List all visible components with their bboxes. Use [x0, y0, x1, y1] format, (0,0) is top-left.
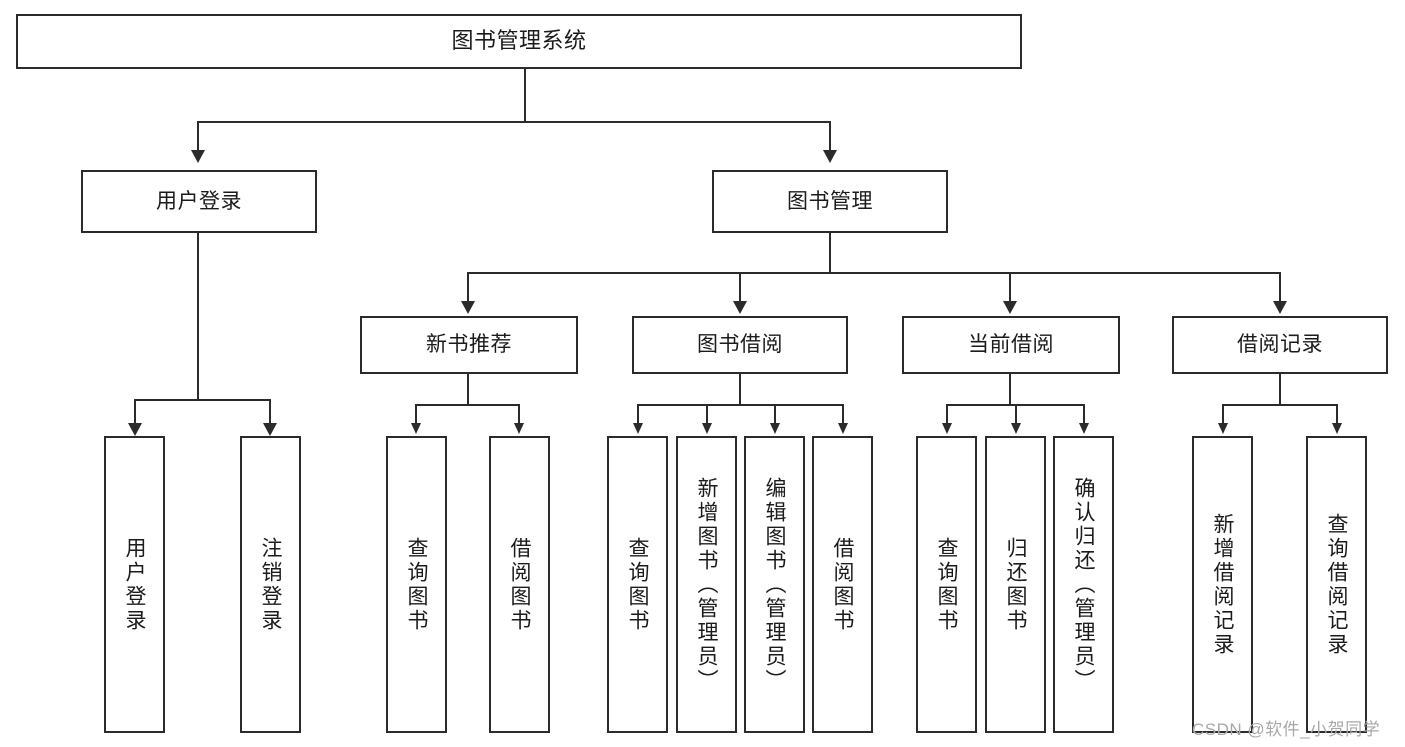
node-label: 归还图书 [1004, 536, 1027, 633]
node-label: 确认归还（管理员） [1072, 476, 1095, 693]
connector-book-borrow-child-4 [842, 404, 844, 424]
node-book-borrow[interactable]: 图书借阅 [632, 316, 848, 374]
node-current-borrow[interactable]: 当前借阅 [902, 316, 1120, 374]
leaf-query-borrow-record[interactable]: 查询借阅记录 [1306, 436, 1367, 733]
connector-book-mgmt-child-3 [1009, 272, 1011, 302]
connector-book-mgmt-child-2 [739, 272, 741, 302]
connector-current-borrow-child-1 [946, 404, 948, 424]
connector-root-to-user-login [197, 121, 199, 151]
leaf-borrow-book-recommend[interactable]: 借阅图书 [489, 436, 550, 733]
connector-book-mgmt-bar [467, 272, 1279, 274]
arrowhead-icon [1273, 301, 1287, 314]
connector-user-login-child-2 [269, 399, 271, 424]
arrowhead-icon [823, 150, 837, 163]
connector-book-borrow-child-3 [774, 404, 776, 424]
node-label: 借阅图书 [508, 536, 531, 633]
connector-book-borrow-stem [739, 374, 741, 405]
node-label: 查询借阅记录 [1325, 512, 1348, 657]
node-label: 注销登录 [259, 536, 282, 633]
node-borrow-record[interactable]: 借阅记录 [1172, 316, 1388, 374]
connector-book-mgmt-stem [829, 233, 831, 273]
node-label: 查询图书 [626, 536, 649, 633]
arrowhead-icon [942, 423, 952, 434]
arrowhead-icon [633, 423, 643, 434]
leaf-return-book[interactable]: 归还图书 [985, 436, 1046, 733]
connector-book-borrow-child-1 [637, 404, 639, 424]
arrowhead-icon [1079, 423, 1089, 434]
connector-root-to-book-mgmt [829, 121, 831, 151]
leaf-query-book-current[interactable]: 查询图书 [916, 436, 977, 733]
leaf-user-login[interactable]: 用户登录 [104, 436, 165, 733]
arrowhead-icon [1011, 423, 1021, 434]
node-label: 编辑图书（管理员） [763, 476, 786, 693]
leaf-borrow-book[interactable]: 借阅图书 [812, 436, 873, 733]
connector-new-book-child-2 [518, 404, 520, 424]
node-label: 用户登录 [156, 189, 242, 213]
connector-new-book-child-1 [415, 404, 417, 424]
connector-current-borrow-stem [1009, 374, 1011, 405]
node-user-login[interactable]: 用户登录 [81, 170, 317, 233]
leaf-query-book-recommend[interactable]: 查询图书 [386, 436, 447, 733]
arrowhead-icon [514, 423, 524, 434]
node-label: 借阅记录 [1237, 333, 1323, 357]
node-new-book-recommend[interactable]: 新书推荐 [360, 316, 578, 374]
connector-borrow-record-stem [1279, 374, 1281, 405]
node-label: 新书推荐 [426, 333, 512, 357]
connector-borrow-record-child-2 [1336, 404, 1338, 424]
node-label: 新增借阅记录 [1211, 512, 1234, 657]
node-book-management[interactable]: 图书管理 [712, 170, 948, 233]
connector-book-mgmt-child-4 [1279, 272, 1281, 302]
connector-book-mgmt-child-1 [467, 272, 469, 302]
node-label: 图书借阅 [697, 333, 783, 357]
arrowhead-icon [191, 150, 205, 163]
node-label: 图书管理系统 [451, 28, 587, 54]
leaf-confirm-return-admin[interactable]: 确认归还（管理员） [1053, 436, 1114, 733]
node-label: 借阅图书 [831, 536, 854, 633]
arrowhead-icon [702, 423, 712, 434]
arrowhead-icon [1218, 423, 1228, 434]
node-label: 查询图书 [405, 536, 428, 633]
arrowhead-icon [461, 301, 475, 314]
connector-root-stem [524, 69, 526, 121]
arrowhead-icon [128, 423, 142, 436]
node-label: 当前借阅 [968, 333, 1054, 357]
node-label: 新增图书（管理员） [695, 476, 718, 693]
arrowhead-icon [770, 423, 780, 434]
arrowhead-icon [263, 423, 277, 436]
arrowhead-icon [411, 423, 421, 434]
node-root-system[interactable]: 图书管理系统 [16, 14, 1022, 69]
node-label: 查询图书 [935, 536, 958, 633]
connector-book-borrow-bar [637, 404, 843, 406]
connector-new-book-stem [467, 374, 469, 405]
arrowhead-icon [838, 423, 848, 434]
connector-book-borrow-child-2 [706, 404, 708, 424]
connector-user-login-stem [197, 233, 199, 400]
connector-new-book-bar [415, 404, 519, 406]
leaf-edit-book-admin[interactable]: 编辑图书（管理员） [744, 436, 805, 733]
connector-borrow-record-child-1 [1222, 404, 1224, 424]
arrowhead-icon [1332, 423, 1342, 434]
connector-current-borrow-child-3 [1083, 404, 1085, 424]
node-label: 图书管理 [787, 189, 873, 213]
connector-user-login-bar [134, 399, 269, 401]
connector-root-bar [197, 121, 831, 123]
leaf-query-book-borrow[interactable]: 查询图书 [607, 436, 668, 733]
csdn-watermark: CSDN @软件_小贺同学 [1192, 720, 1381, 739]
leaf-add-borrow-record[interactable]: 新增借阅记录 [1192, 436, 1253, 733]
node-label: 用户登录 [123, 536, 146, 633]
leaf-logout[interactable]: 注销登录 [240, 436, 301, 733]
arrowhead-icon [733, 301, 747, 314]
connector-borrow-record-bar [1222, 404, 1337, 406]
arrowhead-icon [1003, 301, 1017, 314]
connector-user-login-child-1 [134, 399, 136, 424]
connector-current-borrow-child-2 [1015, 404, 1017, 424]
leaf-add-book-admin[interactable]: 新增图书（管理员） [676, 436, 737, 733]
